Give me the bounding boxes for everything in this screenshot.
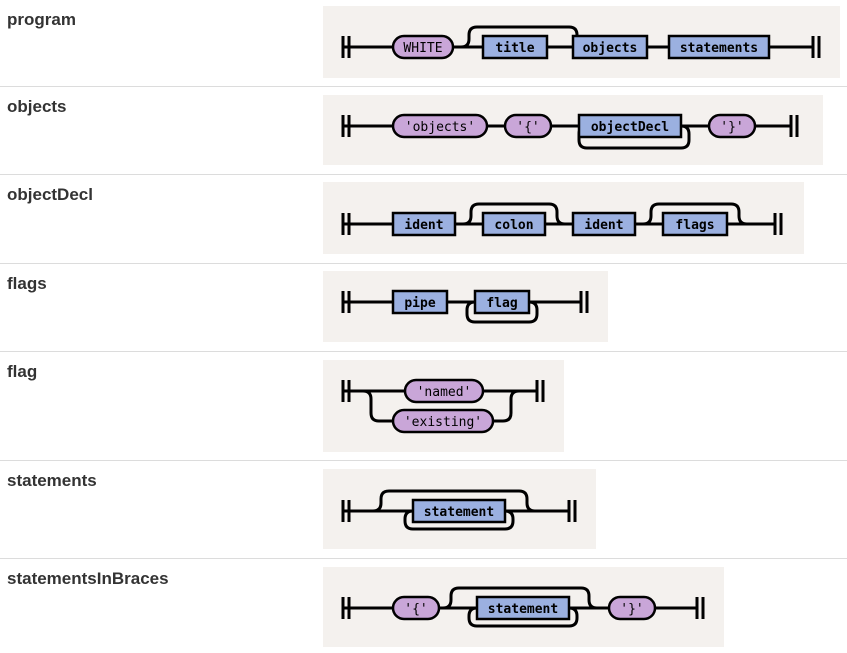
node-label: statements [680, 41, 758, 56]
node-label: pipe [404, 296, 435, 311]
rule-name: statementsInBraces [7, 569, 169, 588]
rule-row-statements: statements statement [0, 461, 847, 559]
nonterminal-node [475, 595, 571, 621]
railroad-svg: 'named' 'existing' [341, 378, 545, 434]
terminal-node [403, 378, 485, 404]
terminal-node [707, 113, 757, 139]
node-label: '}' [620, 602, 643, 617]
rule-name: program [7, 10, 76, 29]
node-label: statement [488, 602, 558, 617]
terminal-node [503, 113, 553, 139]
node-label: '{' [404, 602, 427, 617]
nonterminal-node [473, 289, 531, 315]
railroad-svg: 'objects' '{' objectDecl '}' [341, 113, 799, 150]
nonterminal-node [391, 289, 449, 315]
node-label: 'existing' [404, 415, 482, 430]
railroad-diagram-objects: 'objects' '{' objectDecl '}' [323, 95, 823, 165]
nonterminal-node [411, 498, 507, 524]
nonterminal-node [391, 211, 457, 237]
node-label: flag [486, 296, 517, 311]
nonterminal-node [661, 211, 729, 237]
nonterminal-node [667, 34, 771, 60]
node-label: ident [404, 218, 443, 233]
rule-row-flags: flags pipe flag [0, 264, 847, 352]
rule-row-flag: flag 'named' 'existing' [0, 352, 847, 461]
nonterminal-node [571, 34, 649, 60]
rule-name: statements [7, 471, 97, 490]
railroad-diagram-statements: statement [323, 469, 596, 549]
node-label: colon [494, 218, 533, 233]
nonterminal-node [481, 34, 549, 60]
railroad-diagram-objectDecl: ident colon ident flags [323, 182, 804, 254]
node-label: ident [584, 218, 623, 233]
rule-row-objectDecl: objectDecl ident colon ident flags [0, 175, 847, 264]
node-label: title [495, 41, 534, 56]
rule-name: objectDecl [7, 185, 93, 204]
railroad-diagram-flag: 'named' 'existing' [323, 360, 564, 452]
nonterminal-node [577, 113, 683, 139]
node-label: objectDecl [591, 120, 669, 135]
rule-row-objects: objects 'objects' '{' objectDecl '}' [0, 87, 847, 175]
node-label: '}' [720, 120, 743, 135]
railroad-diagram-flags: pipe flag [323, 271, 608, 342]
rule-name: flags [7, 274, 47, 293]
node-label: '{' [516, 120, 539, 135]
terminal-node [391, 408, 495, 434]
node-label: WHITE [403, 41, 442, 56]
rule-name: objects [7, 97, 67, 116]
node-label: flags [675, 218, 714, 233]
rule-row-program: program WHITE title objects statements [0, 0, 847, 87]
node-label: objects [583, 41, 638, 56]
nonterminal-node [481, 211, 547, 237]
node-label: statement [424, 505, 494, 520]
railroad-svg: ident colon ident flags [341, 202, 783, 237]
railroad-svg: '{' statement '}' [341, 586, 705, 628]
node-label: 'objects' [405, 120, 475, 135]
node-label: 'named' [417, 385, 472, 400]
railroad-svg: pipe flag [341, 289, 589, 324]
railroad-diagram-program: WHITE title objects statements [323, 6, 840, 78]
railroad-svg: statement [341, 489, 577, 531]
rule-name: flag [7, 362, 38, 381]
railroad-diagram-statementsInBraces: '{' statement '}' [323, 567, 724, 647]
railroad-svg: WHITE title objects statements [341, 25, 821, 60]
terminal-node [391, 595, 441, 621]
nonterminal-node [571, 211, 637, 237]
rule-row-statementsInBraces: statementsInBraces '{' statement '}' [0, 559, 847, 653]
terminal-node [391, 113, 489, 139]
terminal-node [607, 595, 657, 621]
terminal-node [391, 34, 455, 60]
